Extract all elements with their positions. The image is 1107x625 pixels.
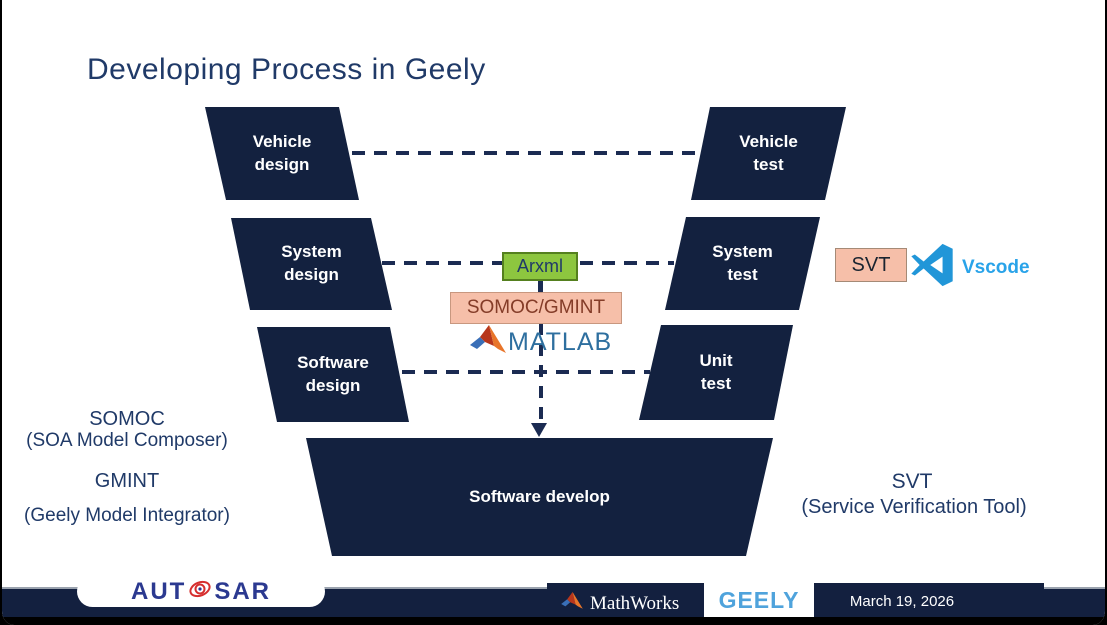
connector-arxml-somoc (538, 279, 543, 293)
autosar-text-left: AUT (131, 577, 187, 605)
legend-svt: SVT (891, 470, 933, 493)
autosar-text-right: SAR (214, 577, 271, 605)
date-label: March 19, 2026 (849, 593, 955, 610)
legend-somoc: SOMOC (89, 408, 165, 430)
mathworks-logo: MathWorks (560, 590, 679, 617)
page-title: Developing Process in Geely (87, 53, 486, 86)
legend-svt-full: (Service Verification Tool) (801, 496, 1027, 518)
arxml-label: Arxml (517, 256, 563, 276)
autosar-logo: AUT SAR (77, 576, 325, 607)
dashed-line-vehicle (352, 151, 702, 155)
autosar-target-icon (188, 577, 212, 606)
matlab-wordmark: MATLAB (508, 328, 613, 356)
mathworks-wordmark: MathWorks (590, 592, 680, 614)
svt-box: SVT (835, 248, 907, 282)
vscode-logo: Vscode (910, 243, 1030, 292)
arxml-box: Arxml (502, 252, 578, 281)
legend-gmint-full: (Geely Model Integrator) (24, 505, 230, 526)
slide-bottom-edge (2, 617, 1105, 625)
legend-gmint: GMINT (94, 470, 160, 492)
dashed-line-vertical (539, 323, 543, 421)
matlab-icon (468, 322, 508, 363)
vscode-label: Vscode (962, 256, 1030, 278)
somoc-gmint-box: SOMOC/GMINT (450, 292, 622, 324)
box-label: Software develop (469, 486, 610, 506)
somoc-gmint-label: SOMOC/GMINT (466, 297, 606, 318)
vscode-icon (910, 243, 954, 292)
matlab-logo: MATLAB (468, 322, 612, 363)
legend-somoc-full: (SOA Model Composer) (26, 430, 228, 451)
arrow-down-icon (531, 423, 547, 437)
geely-logo: GEELY (704, 583, 814, 618)
geely-wordmark: GEELY (718, 587, 800, 613)
box-software-develop: Software develop (306, 438, 773, 556)
mathworks-icon (560, 590, 584, 617)
dashed-line-software (402, 370, 650, 374)
svt-label: SVT (851, 253, 891, 276)
